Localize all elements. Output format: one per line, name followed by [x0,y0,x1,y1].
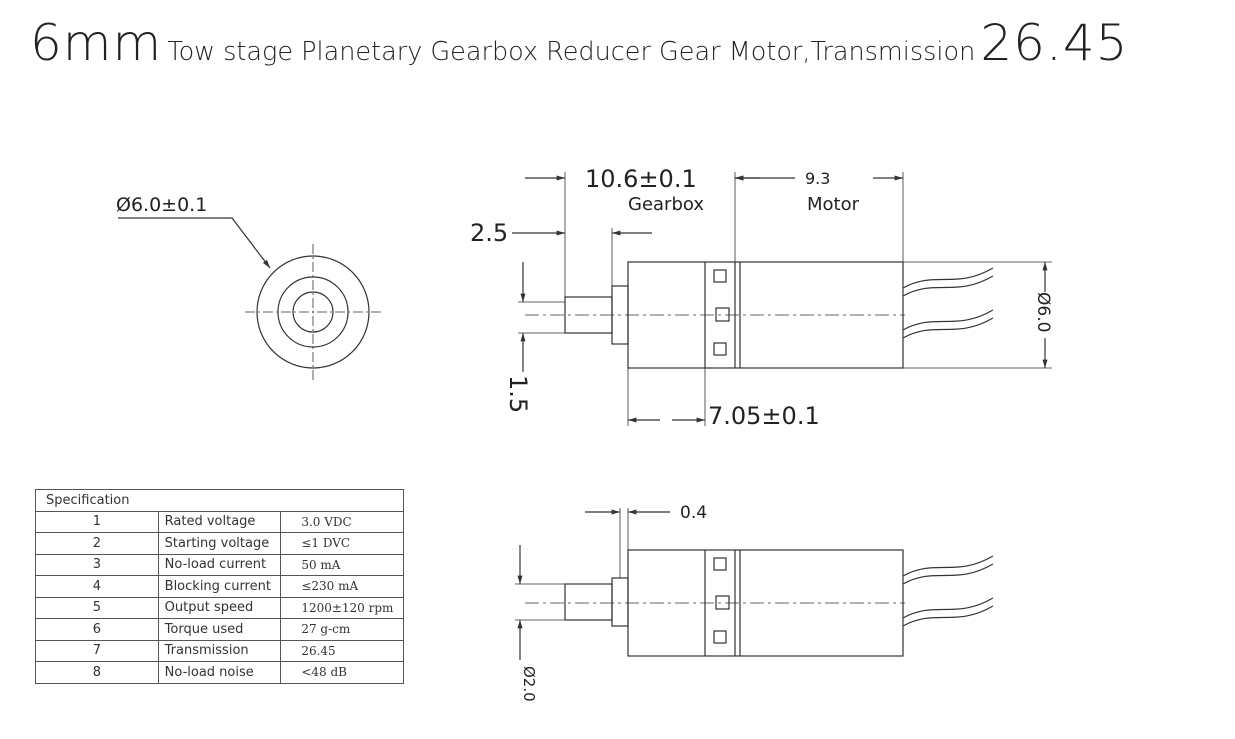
front-diameter-label: Ø6.0±0.1 [116,194,207,216]
bottom-wire-lower [902,597,994,627]
motor-label: Motor [807,194,860,215]
gear-body-length-label: 7.05±0.1 [708,402,820,430]
spec-name: Output speed [157,596,282,619]
spec-header-row: Specification [35,489,404,512]
bottom-slot-lower [713,630,727,644]
bottom-wire-upper [902,555,994,585]
side-view-top [512,172,1052,426]
side-view-bottom [515,508,994,660]
bottom-slot-upper [713,557,727,571]
spec-value: 26.45 [280,639,404,662]
spec-value: ≤1 DVC [280,532,404,555]
body-diameter-label: Ø6.0 [1033,292,1053,332]
bottom-collar [611,577,629,627]
spec-no: 1 [35,510,159,533]
spec-name: Transmission [157,639,282,662]
spec-no: 8 [35,661,159,684]
spec-name: No-load current [157,553,282,576]
front-shaft-circle [292,291,334,333]
spec-name: Blocking current [157,575,282,598]
motor-length-label: 9.3 [805,169,830,188]
title-size: 6mm [30,14,163,72]
shaft-length-label: 2.5 [470,219,508,247]
top-wire-upper [902,267,994,297]
top-slot-upper [713,269,727,283]
spec-name: Rated voltage [157,510,282,533]
gearbox-length-label: 10.6±0.1 [585,165,697,193]
title-ratio: 26.45 [980,14,1129,72]
flat-height-label: 1.5 [504,375,532,413]
page-title: 6mm Tow stage Planetary Gearbox Reducer … [30,18,1220,68]
spec-no: 2 [35,532,159,555]
spec-value: 27 g-cm [280,618,404,641]
title-description: Tow stage Planetary Gearbox Reducer Gear… [167,37,976,67]
spec-no: 5 [35,596,159,619]
top-slot-lower [713,342,727,356]
spec-no: 7 [35,639,159,662]
bottom-shaft [564,583,613,621]
top-wire-lower [902,309,994,339]
shaft-diameter-label: Ø2.0 [520,666,538,702]
top-slot-middle [715,307,730,322]
spec-no: 6 [35,618,159,641]
spec-no: 3 [35,553,159,576]
spec-name: Starting voltage [157,532,282,555]
bottom-slot-middle [715,595,730,610]
collar-thickness-label: 0.4 [680,503,707,523]
spec-name: Torque used [157,618,282,641]
spec-value: ≤230 mA [280,575,404,598]
spec-value: <48 dB [280,661,404,684]
spec-value: 3.0 VDC [280,510,404,533]
front-view [118,217,381,380]
gearbox-label: Gearbox [628,194,704,215]
front-diameter-leader [118,217,271,269]
spec-name: No-load noise [157,661,282,684]
front-outer-circle [256,255,370,369]
spec-header: Specification [35,489,404,512]
spec-value: 1200±120 rpm [280,596,404,619]
spec-value: 50 mA [280,553,404,576]
spec-no: 4 [35,575,159,598]
